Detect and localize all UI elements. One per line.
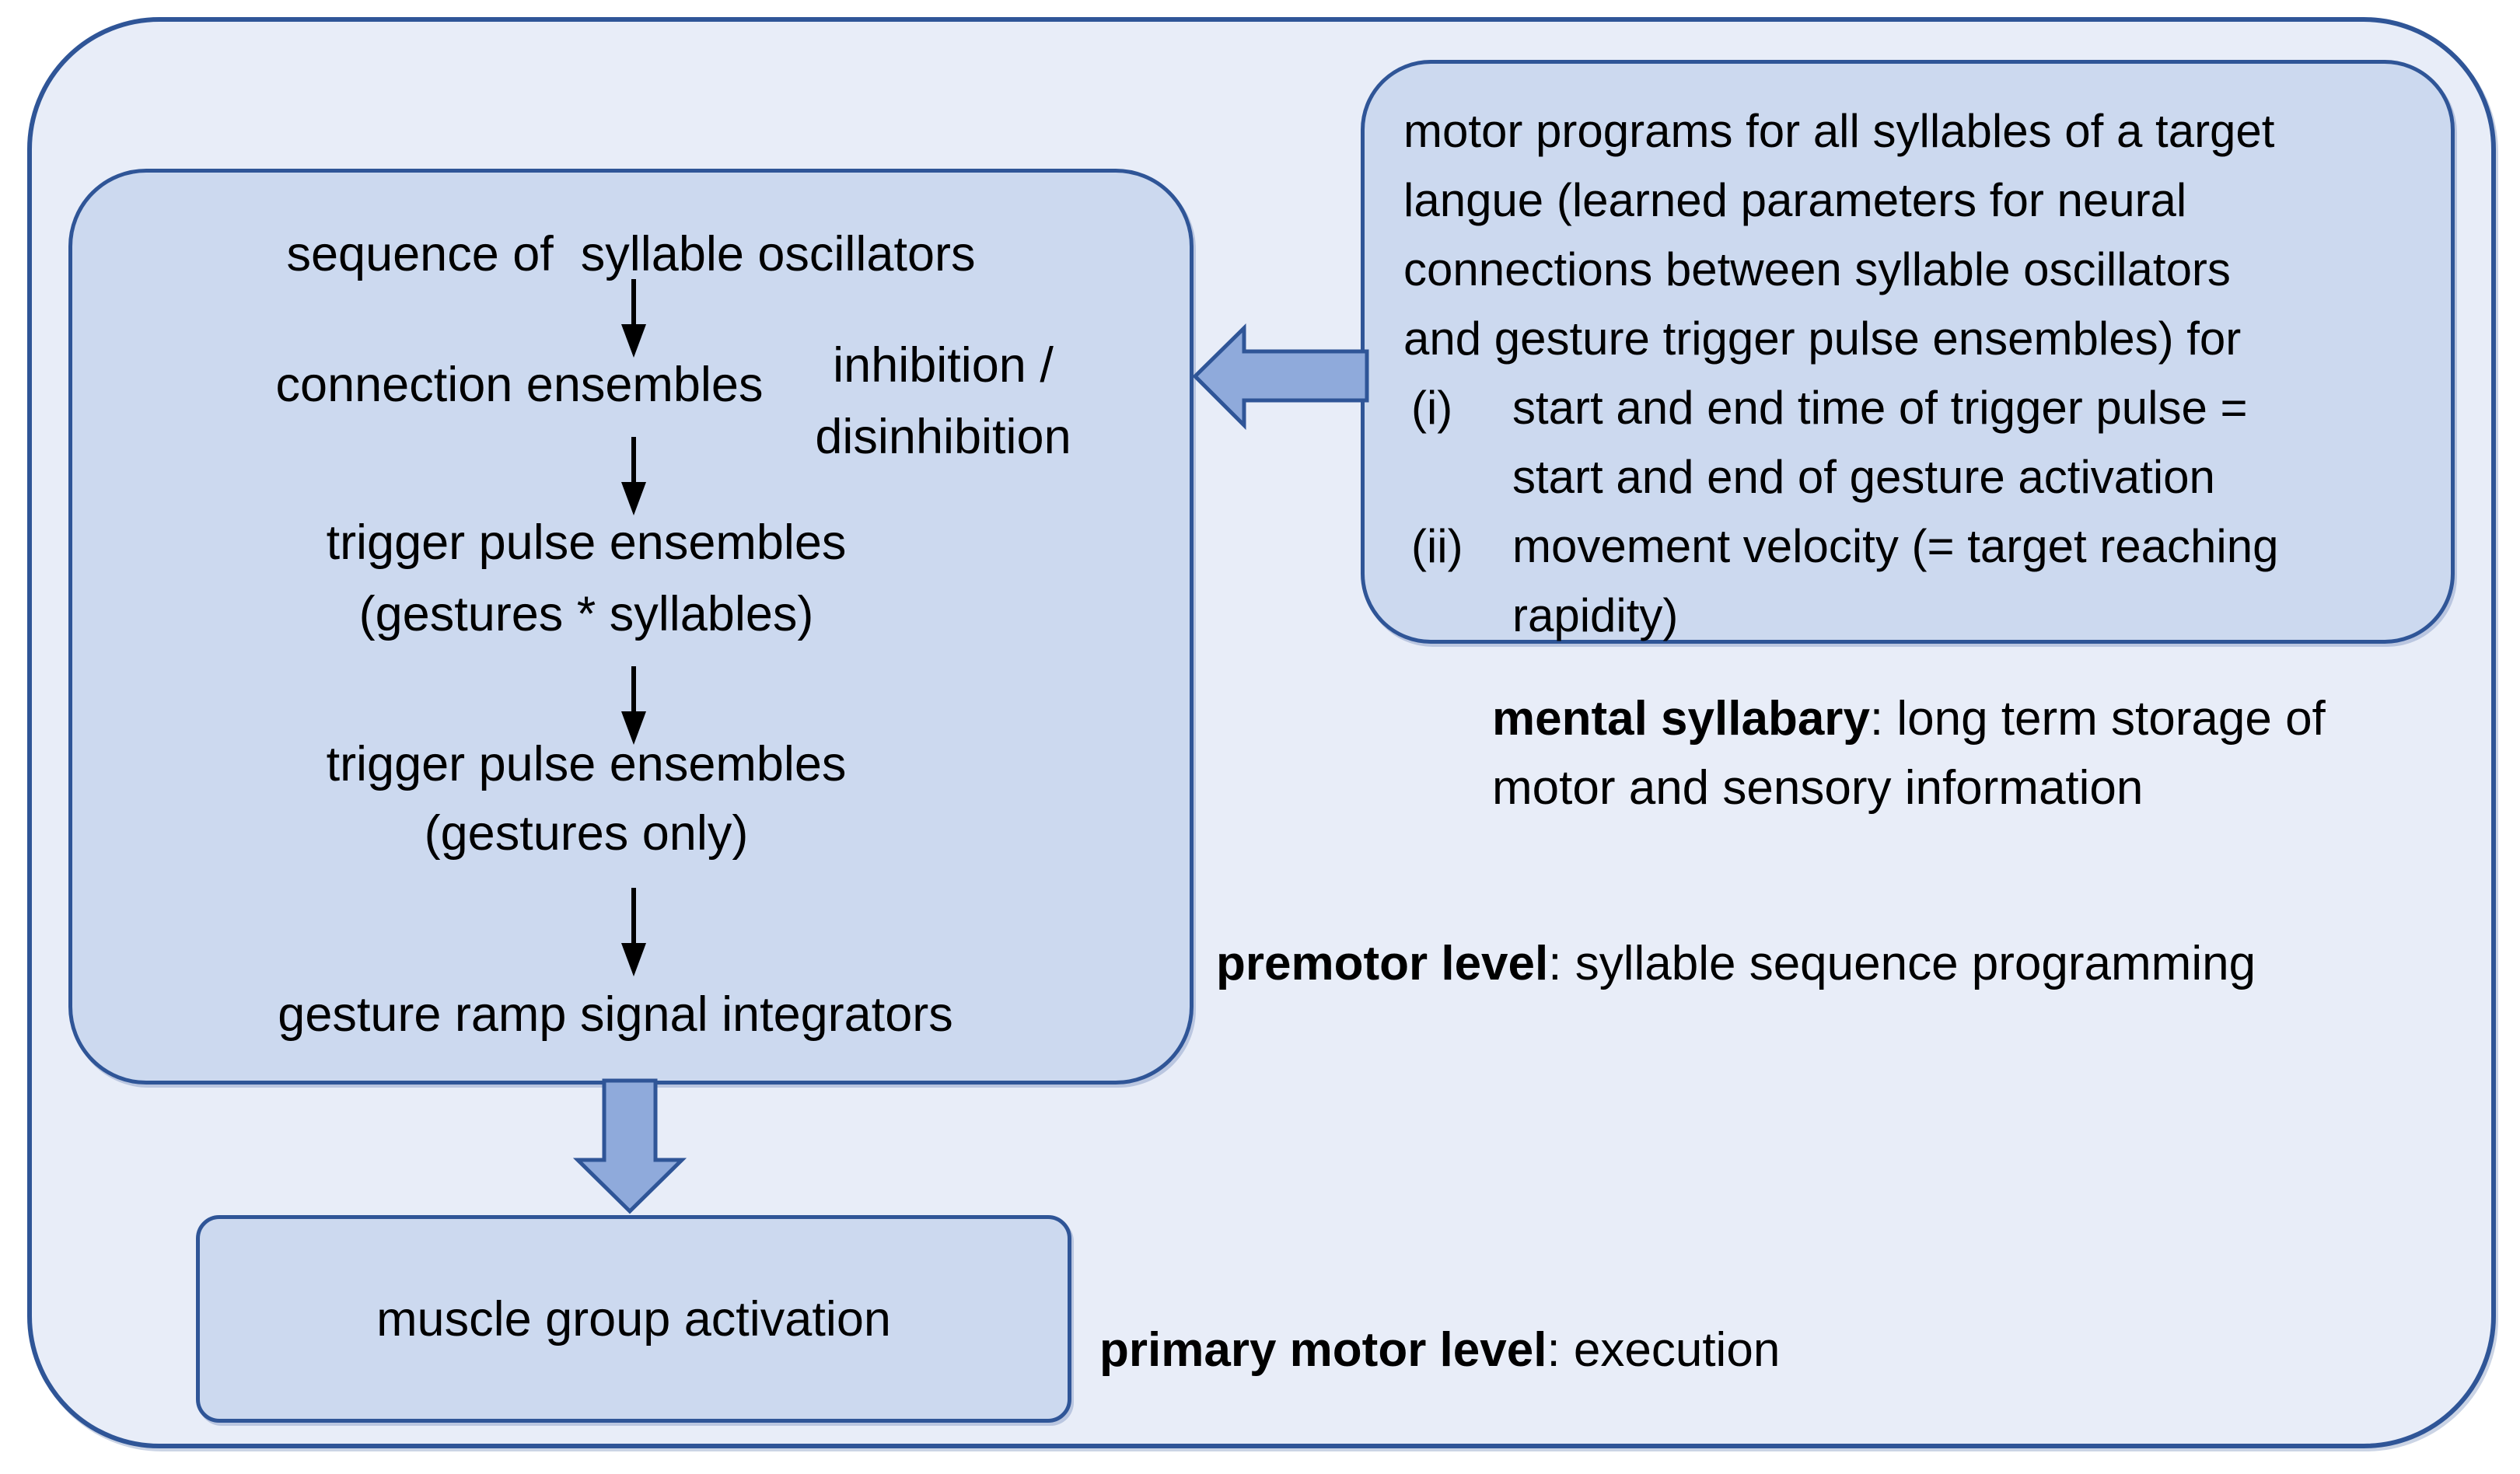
primary-motor-level-note: primary motor level: execution <box>1099 1315 2188 1385</box>
premotor-level-term: premotor level <box>1216 937 1549 990</box>
premotor-level-note: premotor level: syllable sequence progra… <box>1216 929 2460 998</box>
node-gesture-ramp-signal-integrators: gesture ramp signal integrators <box>278 987 953 1042</box>
list-item-i-continuation: start and end of gesture activation <box>1365 442 2451 512</box>
down-arrow-icon <box>621 437 646 515</box>
line-text: start and end of gesture activation <box>1512 451 2215 503</box>
down-arrow-icon <box>621 666 646 745</box>
list-marker: (ii) <box>1411 520 1463 572</box>
list-item-ii-continuation: rapidity) <box>1365 581 2451 650</box>
mental-syllabary-box: motor programs for all syllables of a ta… <box>1361 60 2455 644</box>
node-trigger-pulse-ensembles-gestures-line1: trigger pulse ensembles <box>326 737 847 791</box>
line-text: motor programs for all syllables of a ta… <box>1403 105 2275 157</box>
node-trigger-pulse-ensembles-syllables-line1: trigger pulse ensembles <box>326 515 847 570</box>
motor-programs-line: and gesture trigger pulse ensembles) for <box>1365 304 2451 373</box>
list-item-i: (i) start and end time of trigger pulse … <box>1365 373 2451 442</box>
node-trigger-pulse-ensembles-syllables-line2: (gestures * syllables) <box>358 587 814 641</box>
inhibition-disinhibition-label: inhibition / disinhibition <box>815 338 1071 464</box>
primary-motor-level-desc: : execution <box>1547 1323 1781 1377</box>
motor-programs-line: connections between syllable oscillators <box>1365 235 2451 304</box>
mental-syllabary-term: mental syllabary <box>1492 692 1870 746</box>
motor-programs-line: langue (learned parameters for neural <box>1365 166 2451 235</box>
down-arrow-icon <box>621 888 646 976</box>
primary-motor-level-term: primary motor level <box>1099 1323 1547 1377</box>
line-text: movement velocity (= target reaching <box>1512 520 2279 572</box>
premotor-level-box: sequence of syllable oscillators connect… <box>68 169 1194 1085</box>
primary-motor-level-box: muscle group activation <box>196 1215 1071 1423</box>
list-item-ii: (ii) movement velocity (= target reachin… <box>1365 512 2451 581</box>
node-trigger-pulse-ensembles-gestures-line2: (gestures only) <box>424 806 749 861</box>
line-text: start and end time of trigger pulse = <box>1512 382 2248 434</box>
down-arrow-icon <box>621 279 646 358</box>
node-connection-ensembles: connection ensembles <box>275 358 764 412</box>
node-sequence-of-syllable-oscillators: sequence of syllable oscillators <box>286 227 976 281</box>
list-marker: (i) <box>1411 382 1453 434</box>
line-text: connections between syllable oscillators <box>1403 243 2231 295</box>
line-text: and gesture trigger pulse ensembles) for <box>1403 313 2242 365</box>
node-muscle-group-activation: muscle group activation <box>376 1291 891 1347</box>
mental-syllabary-desc: : long term storage of motor and sensory… <box>1492 692 2326 815</box>
block-arrow-down-icon <box>572 1078 687 1214</box>
block-arrow-left-icon <box>1192 323 1369 431</box>
motor-programs-line: motor programs for all syllables of a ta… <box>1365 96 2451 166</box>
premotor-level-desc: : syllable sequence programming <box>1548 937 2256 990</box>
line-text: langue (learned parameters for neural <box>1403 174 2187 226</box>
line-text: rapidity) <box>1512 589 1679 641</box>
mental-syllabary-note: mental syllabary: long term storage of m… <box>1492 684 2402 823</box>
